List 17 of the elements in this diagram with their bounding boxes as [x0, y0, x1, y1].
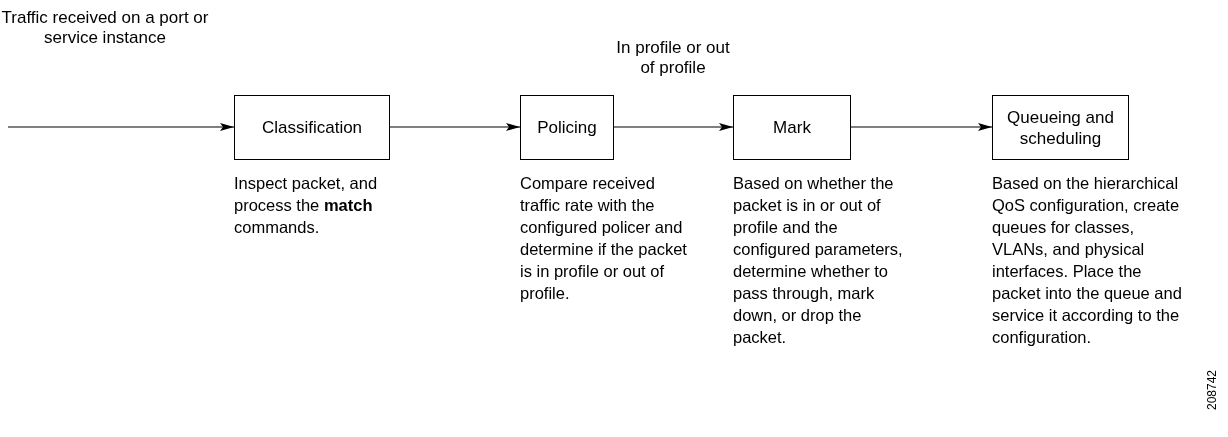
process-box: [733, 95, 851, 160]
step-description: Inspect packet, and process the match commands.: [234, 173, 379, 238]
arrow: [389, 123, 521, 131]
box-label: Queueing and scheduling: [1006, 106, 1115, 149]
arrow: [613, 123, 734, 131]
arrow: [7, 123, 235, 131]
process-box: [234, 95, 390, 160]
step-description: Based on whether the packet is in or out of profile and the configured parameters, determine whether to pass through, mark down, or drop the packet.: [733, 173, 904, 348]
step-description: Based on the hierarchical QoS configuration, create queues for classes, VLANs, and physical interfaces. Place the packet into the queue and service it according to the configuration.: [992, 173, 1182, 348]
box-label: Classification: [261, 117, 363, 138]
process-box: [992, 95, 1129, 160]
figure-number: 208742: [1205, 369, 1219, 410]
box-label: Policing: [537, 117, 597, 138]
box-label: Mark: [773, 117, 811, 138]
arrow: [850, 123, 993, 131]
step-description: Compare received traffic rate with the configured policer and determine if the packet is in profile or out of profile.: [520, 173, 688, 304]
process-box: [520, 95, 614, 160]
